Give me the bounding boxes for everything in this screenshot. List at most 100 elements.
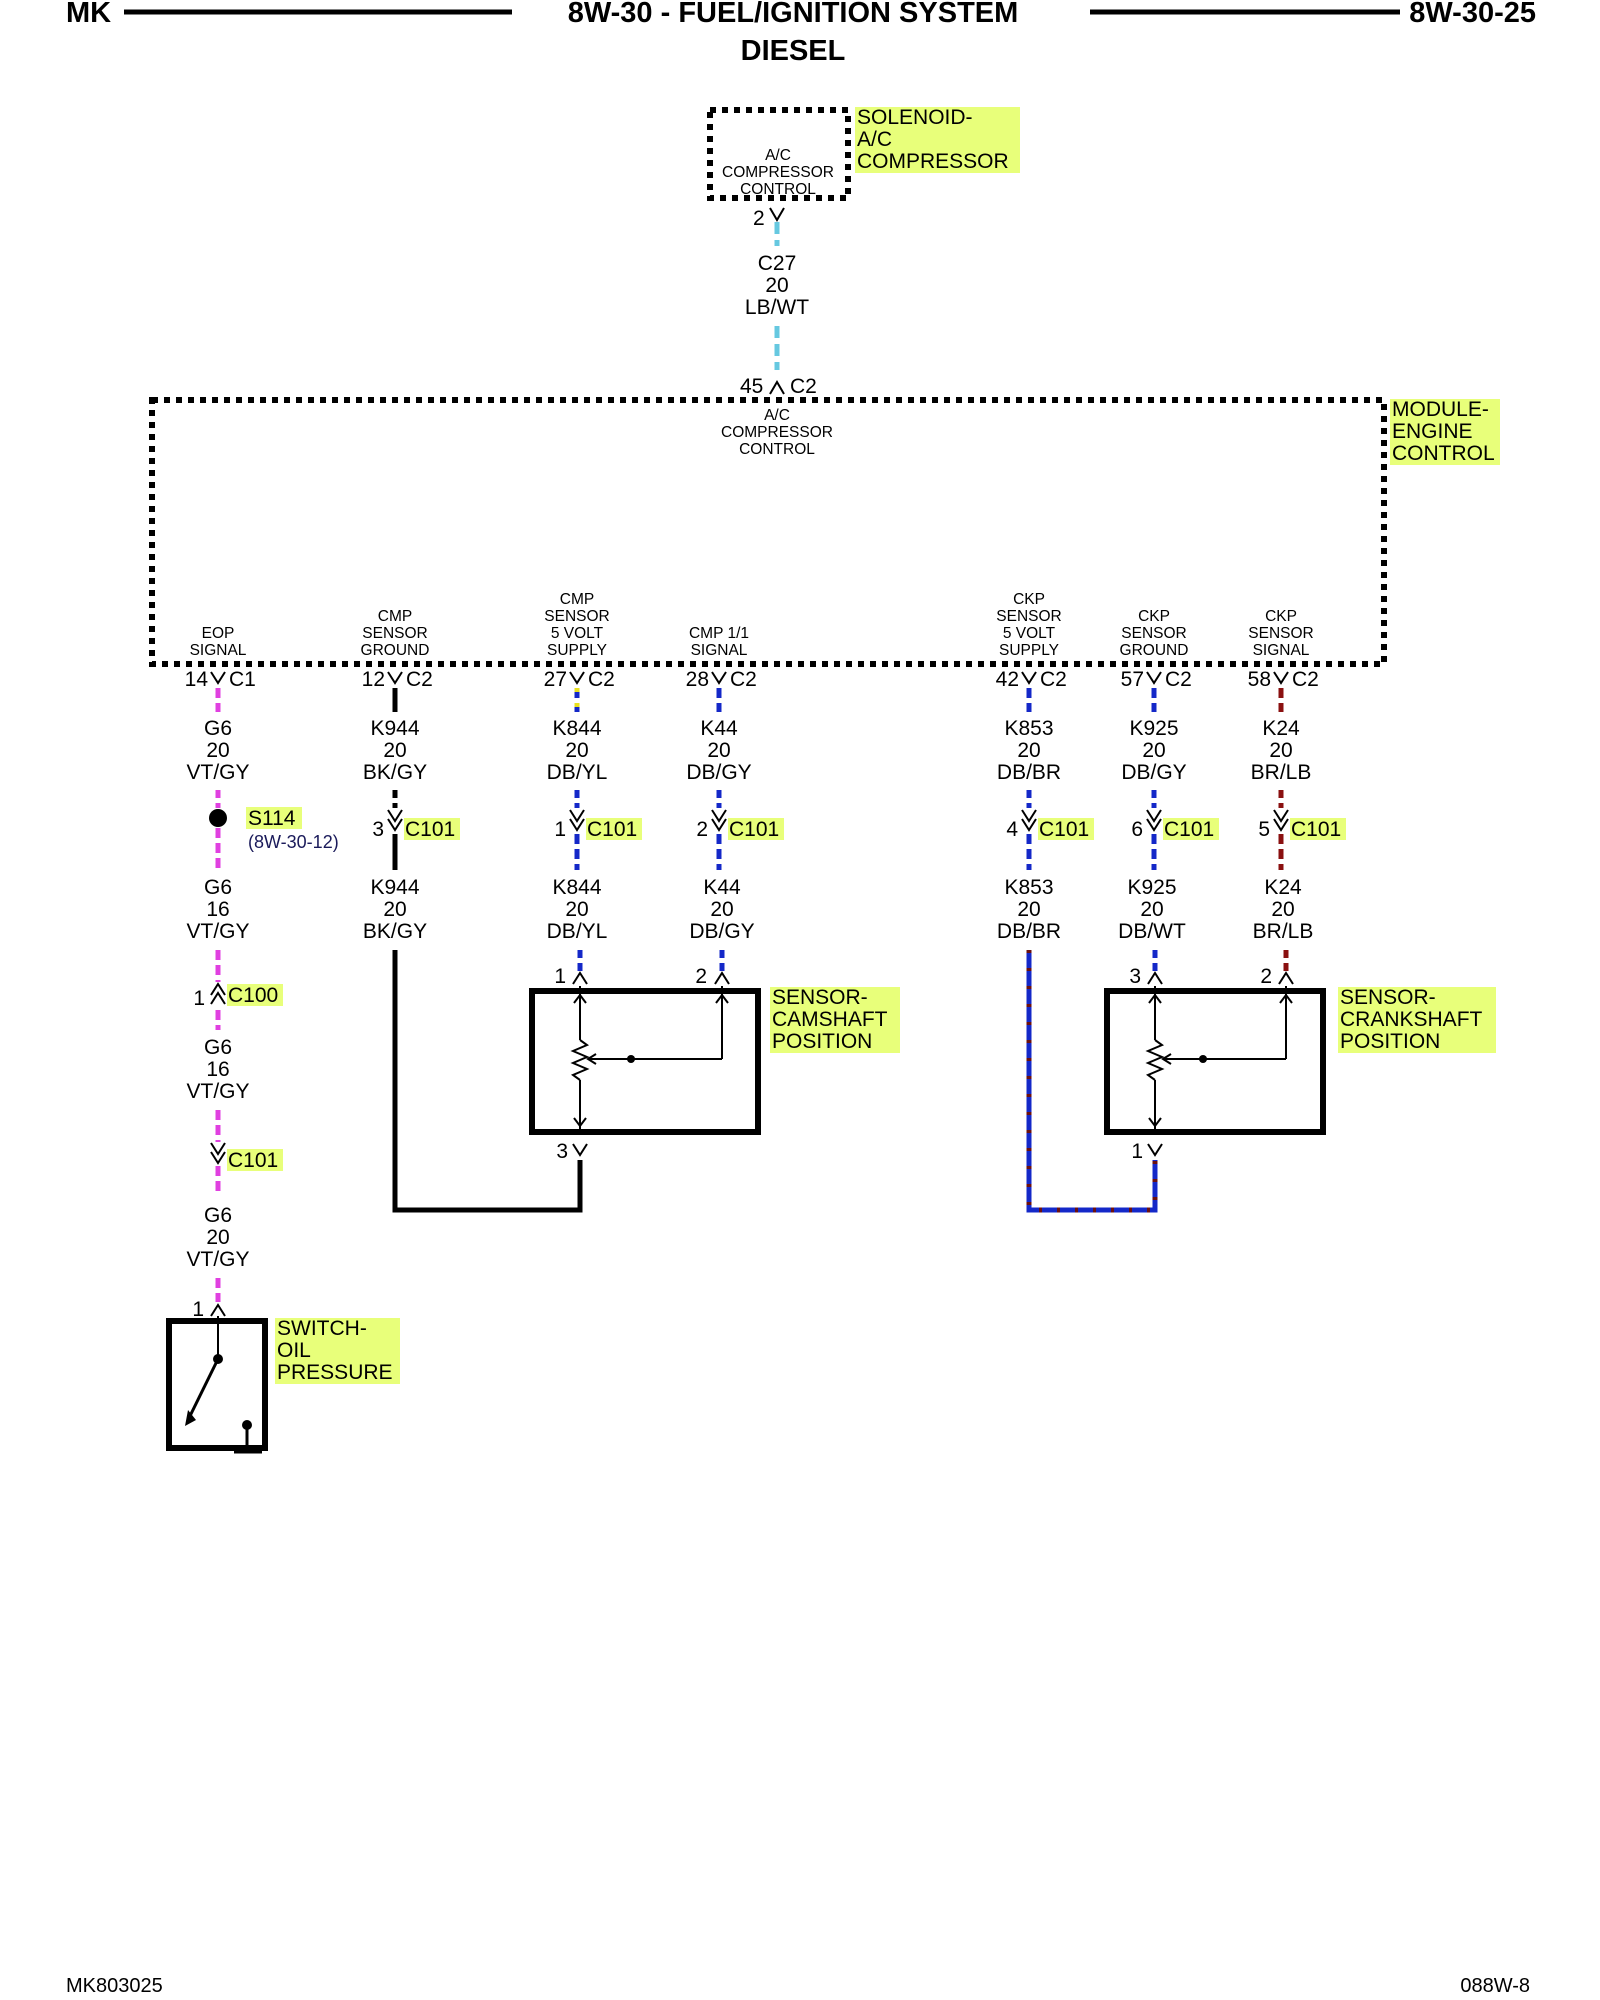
switch-label-3: PRESSURE: [277, 1361, 393, 1384]
wire-g6-3-gauge: 16: [206, 1058, 229, 1081]
c101-k944-connector: [387, 809, 403, 832]
c101-k853-label: C101: [1039, 818, 1089, 841]
ecm-pin-57-connector: [1146, 671, 1162, 685]
crank-wiper-arrow: [1161, 1053, 1172, 1065]
cam-pin-ground-connector: [572, 1143, 588, 1157]
ecm-func-eop-1: EOP: [202, 625, 235, 642]
wire-k44-2-circuit: K44: [703, 876, 741, 899]
solenoid-pin-connector: [769, 207, 785, 222]
crank-pin-ground-connector: [1147, 1143, 1163, 1157]
cam-pin-ground: 3: [556, 1140, 568, 1163]
ecm-func-ckpsig-3: SIGNAL: [1253, 642, 1310, 659]
solenoid-box: [707, 107, 851, 201]
c101-k944-pin: 3: [372, 818, 384, 841]
cam-pin-signal: 2: [695, 965, 707, 988]
wire-k853-to-sensor: [1026, 950, 1158, 1213]
splice-s114-highlight: [246, 807, 302, 829]
ecm-func-ckpsig-2: SENSOR: [1248, 625, 1313, 642]
ecm-conn-c1: C1: [229, 668, 256, 691]
c101-k925-label: C101: [1164, 818, 1214, 841]
switch-label-2: OIL: [277, 1339, 311, 1362]
wire-g6-4-gauge: 20: [206, 1226, 229, 1249]
solenoid-func-3: CONTROL: [740, 181, 816, 198]
footer-right: 088W-8: [1460, 1975, 1530, 1997]
ecm-label-1: MODULE-: [1392, 398, 1489, 421]
ecm-func-ckpgnd-3: GROUND: [1120, 642, 1189, 659]
cam-internal-arrow-top: [573, 993, 587, 1004]
ecm-label-highlight: [1390, 399, 1500, 465]
footer-left: MK803025: [66, 1975, 163, 1997]
c101-k844-label: C101: [587, 818, 637, 841]
wire-g6-4-circuit: G6: [204, 1204, 232, 1227]
wire-k925-1-gauge: 20: [1142, 739, 1165, 762]
crank-resistor: [1145, 1039, 1165, 1081]
ecm-pin-14: 14: [185, 668, 209, 691]
ecm-func-ckpsup-3: 5 VOLT: [1003, 625, 1056, 642]
wire-k44-2-gauge: 20: [710, 898, 733, 921]
wire-k844-1-color: DB/YL: [547, 761, 608, 784]
splice-s114: S114: [248, 807, 296, 830]
ecm-box: [149, 397, 1387, 667]
cam-resistor: [570, 1039, 590, 1081]
wire-k44-1-circuit: K44: [700, 717, 738, 740]
c101-k853-highlight: [1038, 818, 1094, 840]
ecm-func-cmpsig-1: CMP 1/1: [689, 625, 749, 642]
ecm-conn-58: C2: [1292, 668, 1319, 691]
wire-k925-2-gauge: 20: [1140, 898, 1163, 921]
c101-k24-pin: 5: [1258, 818, 1270, 841]
ecm-func-ckpsig-1: CKP: [1265, 608, 1297, 625]
ecm-top-func-3: CONTROL: [739, 441, 815, 458]
crank-label-1: SENSOR-: [1340, 986, 1436, 1009]
wire-g6-2-color: VT/GY: [186, 920, 249, 943]
ecm-top-func-2: COMPRESSOR: [721, 424, 833, 441]
wire-g6-2-gauge: 16: [206, 898, 229, 921]
wire-k853-2-circuit: K853: [1004, 876, 1053, 899]
ecm-conn-27: C2: [588, 668, 615, 691]
ecm-pin-42-connector: [1021, 671, 1037, 685]
wire-k853-1-color: DB/BR: [997, 761, 1061, 784]
c101-k24-highlight: [1290, 818, 1346, 840]
crank-pin-signal: 2: [1260, 965, 1272, 988]
c101-eop-label: C101: [228, 1149, 278, 1172]
splice-s114-ref: (8W-30-12): [248, 832, 339, 852]
ecm-func-cmpgnd-2: SENSOR: [362, 625, 427, 642]
c101-k44-connector: [711, 809, 727, 832]
ecm-pin-14-connector: [210, 671, 226, 685]
crank-signal-arrow: [1279, 993, 1293, 1004]
c101-k844-connector: [569, 809, 585, 832]
wire-k24-1-color: BR/LB: [1251, 761, 1312, 784]
wire-g6-3-circuit: G6: [204, 1036, 232, 1059]
wire-k853-1-gauge: 20: [1017, 739, 1040, 762]
wire-k944-2-circuit: K944: [370, 876, 419, 899]
wire-g6-4-color: VT/GY: [186, 1248, 249, 1271]
switch-pin: 1: [192, 1298, 204, 1321]
wire-k925-2-circuit: K925: [1127, 876, 1176, 899]
c101-k853-pin: 4: [1006, 818, 1018, 841]
switch-blade: [187, 1358, 220, 1419]
ecm-func-cmpsup-3: 5 VOLT: [551, 625, 604, 642]
ecm-pin-58-connector: [1273, 671, 1289, 685]
ecm-func-cmpgnd-1: CMP: [378, 608, 412, 625]
wire-k944-1-color: BK/GY: [363, 761, 427, 784]
wire-k944-2-color: BK/GY: [363, 920, 427, 943]
wire-k925-1-color: DB/GY: [1121, 761, 1186, 784]
crank-label-3: POSITION: [1340, 1030, 1440, 1053]
crank-pin-signal-connector: [1278, 971, 1294, 985]
ecm-pin-42: 42: [996, 668, 1019, 691]
wire-g6-1-gauge: 20: [206, 739, 229, 762]
ecm-pin-58: 58: [1248, 668, 1271, 691]
wire-k44-2-color: DB/GY: [689, 920, 754, 943]
ecm-func-cmpsig-2: SIGNAL: [691, 642, 748, 659]
solenoid-func-1: A/C: [765, 147, 791, 164]
header-title: 8W-30 - FUEL/IGNITION SYSTEM: [568, 0, 1019, 29]
cam-label-3: POSITION: [772, 1030, 872, 1053]
wire-k853-2-color: DB/BR: [997, 920, 1061, 943]
ecm-pin-12-connector: [387, 671, 403, 685]
ecm-top-conn: C2: [790, 375, 817, 398]
wire-k944-1-gauge: 20: [383, 739, 406, 762]
ecm-func-ckpgnd-1: CKP: [1138, 608, 1170, 625]
ecm-conn-57: C2: [1165, 668, 1192, 691]
wire-k944-1-circuit: K944: [370, 717, 419, 740]
crank-wiper-node: [1199, 1055, 1207, 1063]
wire-g6-1-color: VT/GY: [186, 761, 249, 784]
